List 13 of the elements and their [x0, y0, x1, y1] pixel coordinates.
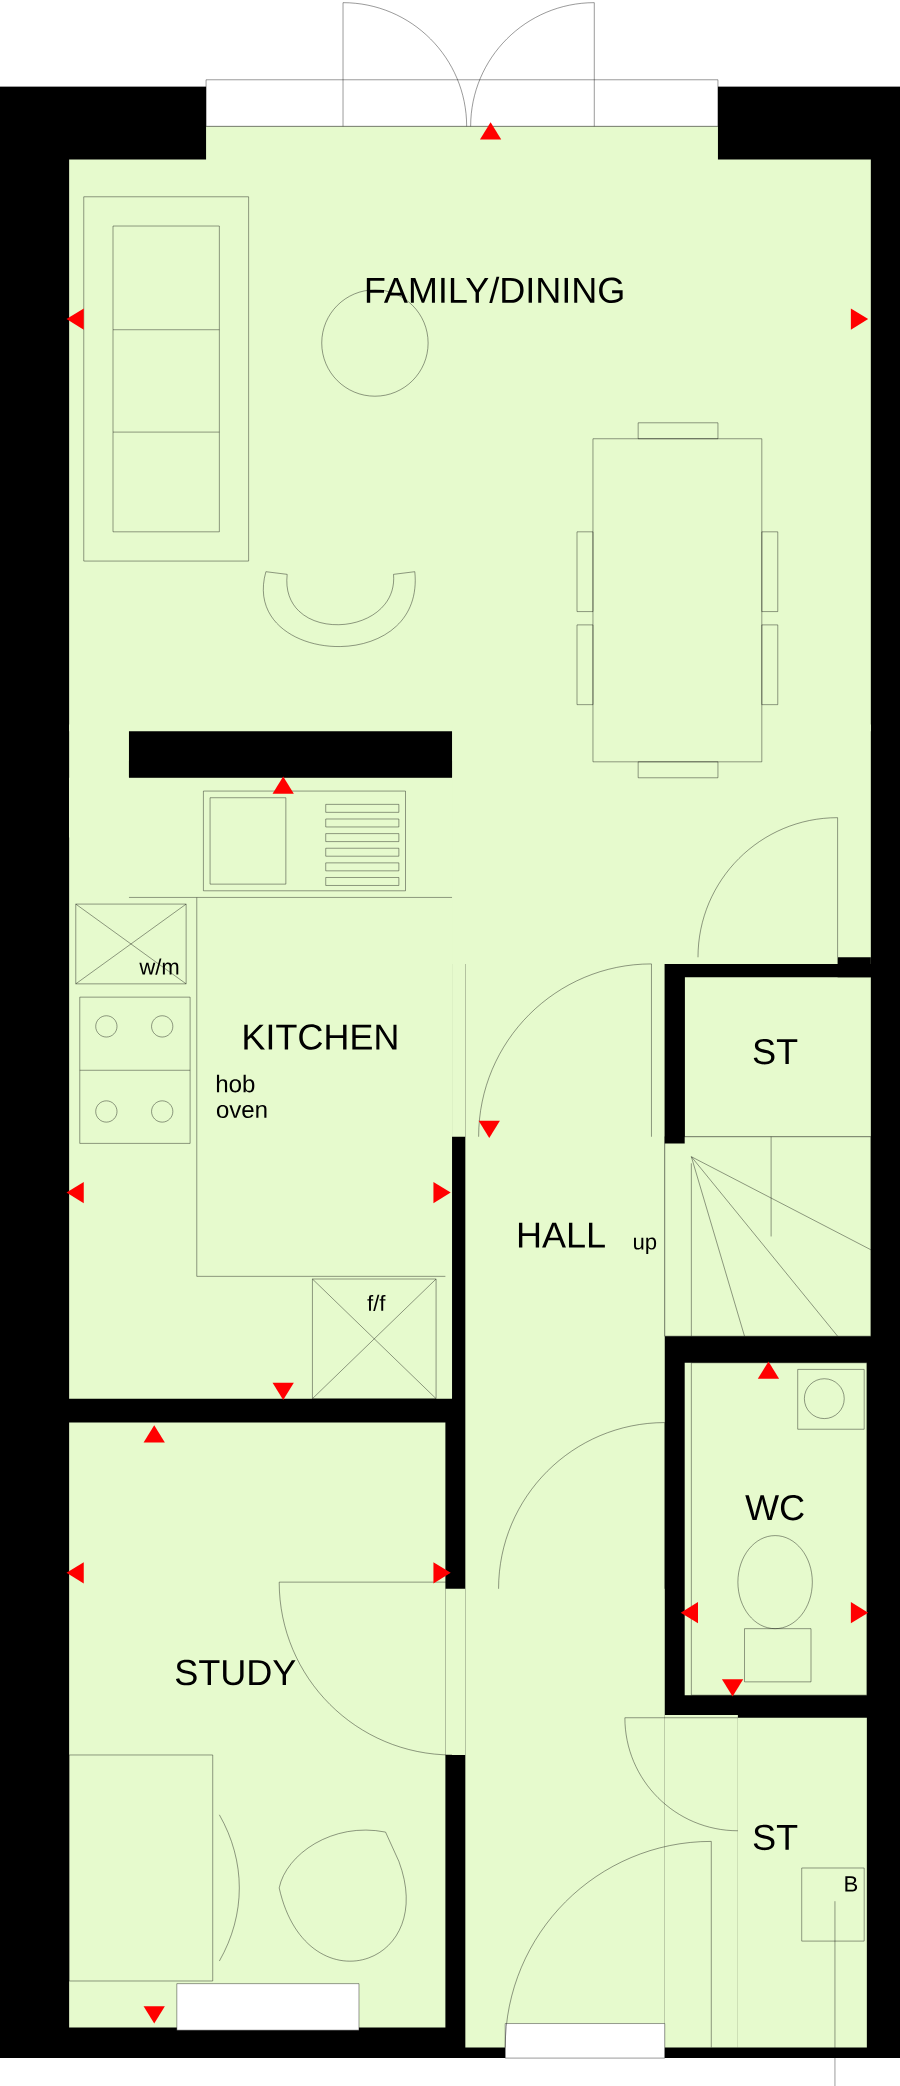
room-label: ST — [753, 1038, 798, 1065]
room-label: KITCHEN — [244, 1024, 397, 1050]
stair-label: up — [634, 1237, 657, 1254]
room-label: FAMILY/DINING — [366, 276, 623, 304]
room-label: STUDY — [175, 1659, 296, 1686]
meter-label: B — [845, 1876, 858, 1892]
room-label: ST — [753, 1824, 798, 1851]
appliance-label: w/m — [139, 958, 179, 975]
room-label: WC — [745, 1494, 804, 1521]
room-label: HALL — [518, 1222, 605, 1248]
appliance-label: hob — [216, 1074, 255, 1093]
appliance-label: oven — [216, 1104, 267, 1119]
appliance-label: f/f — [367, 1294, 386, 1311]
